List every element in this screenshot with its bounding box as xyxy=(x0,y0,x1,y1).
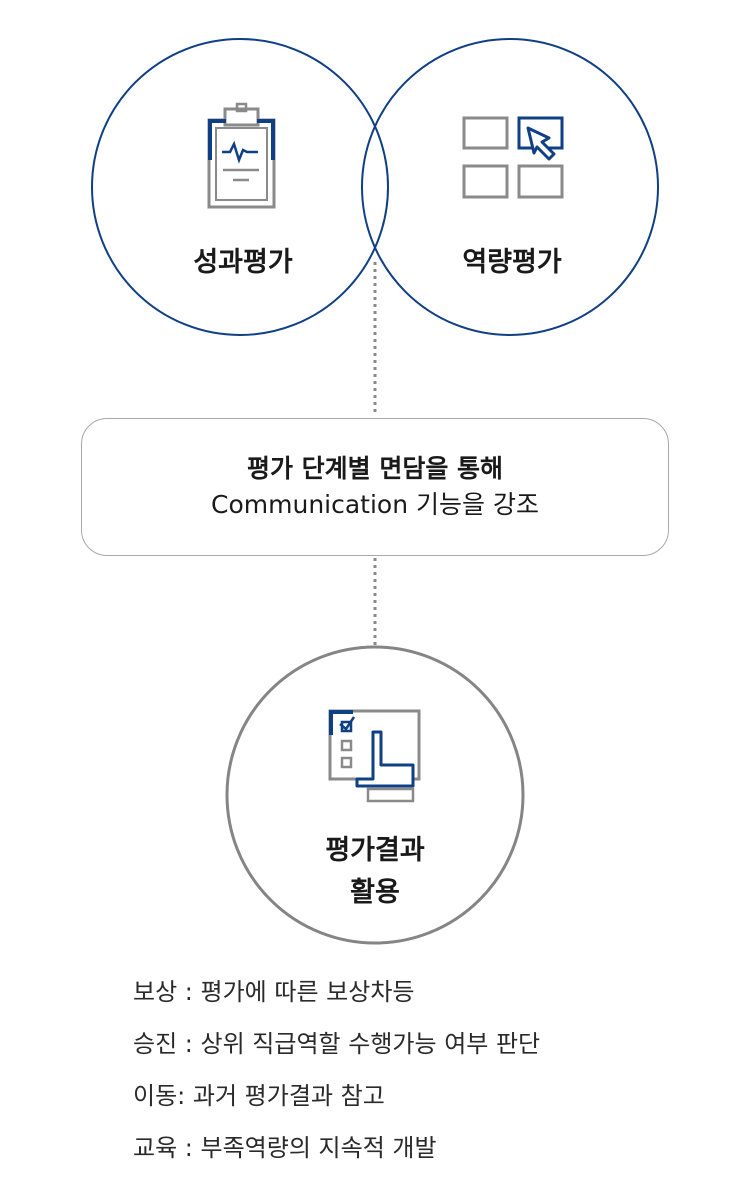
communication-box-line1: 평가 단계별 면담을 통해 xyxy=(246,454,504,483)
usage-item-compensation: 보상 : 평가에 따른 보상차등 xyxy=(133,978,415,1006)
result-circle xyxy=(225,645,525,945)
usage-item-promotion: 승진 : 상위 직급역할 수행가능 여부 판단 xyxy=(133,1030,541,1058)
communication-box-line2: Communication 기능을 강조 xyxy=(211,490,539,519)
communication-box: 평가 단계별 면담을 통해 Communication 기능을 강조 xyxy=(81,418,669,556)
checklist-monitor-icon xyxy=(328,709,421,803)
result-label: 평가결과 활용 xyxy=(275,830,475,914)
usage-item-education: 교육 : 부족역량의 지속적 개발 xyxy=(133,1134,437,1162)
result-label-line1: 평가결과 xyxy=(325,835,425,866)
usage-item-transfer: 이동: 과거 평가결과 참고 xyxy=(133,1082,385,1110)
grid-cursor-icon xyxy=(462,116,564,199)
clipboard-chart-icon xyxy=(207,102,276,209)
competency-label: 역량평가 xyxy=(462,247,562,278)
usage-list: 보상 : 평가에 따른 보상차등 승진 : 상위 직급역할 수행가능 여부 판단… xyxy=(133,966,540,1174)
performance-circle xyxy=(91,38,389,336)
performance-label: 성과평가 xyxy=(193,247,293,278)
result-label-line2: 활용 xyxy=(350,877,400,908)
competency-circle xyxy=(361,38,659,336)
